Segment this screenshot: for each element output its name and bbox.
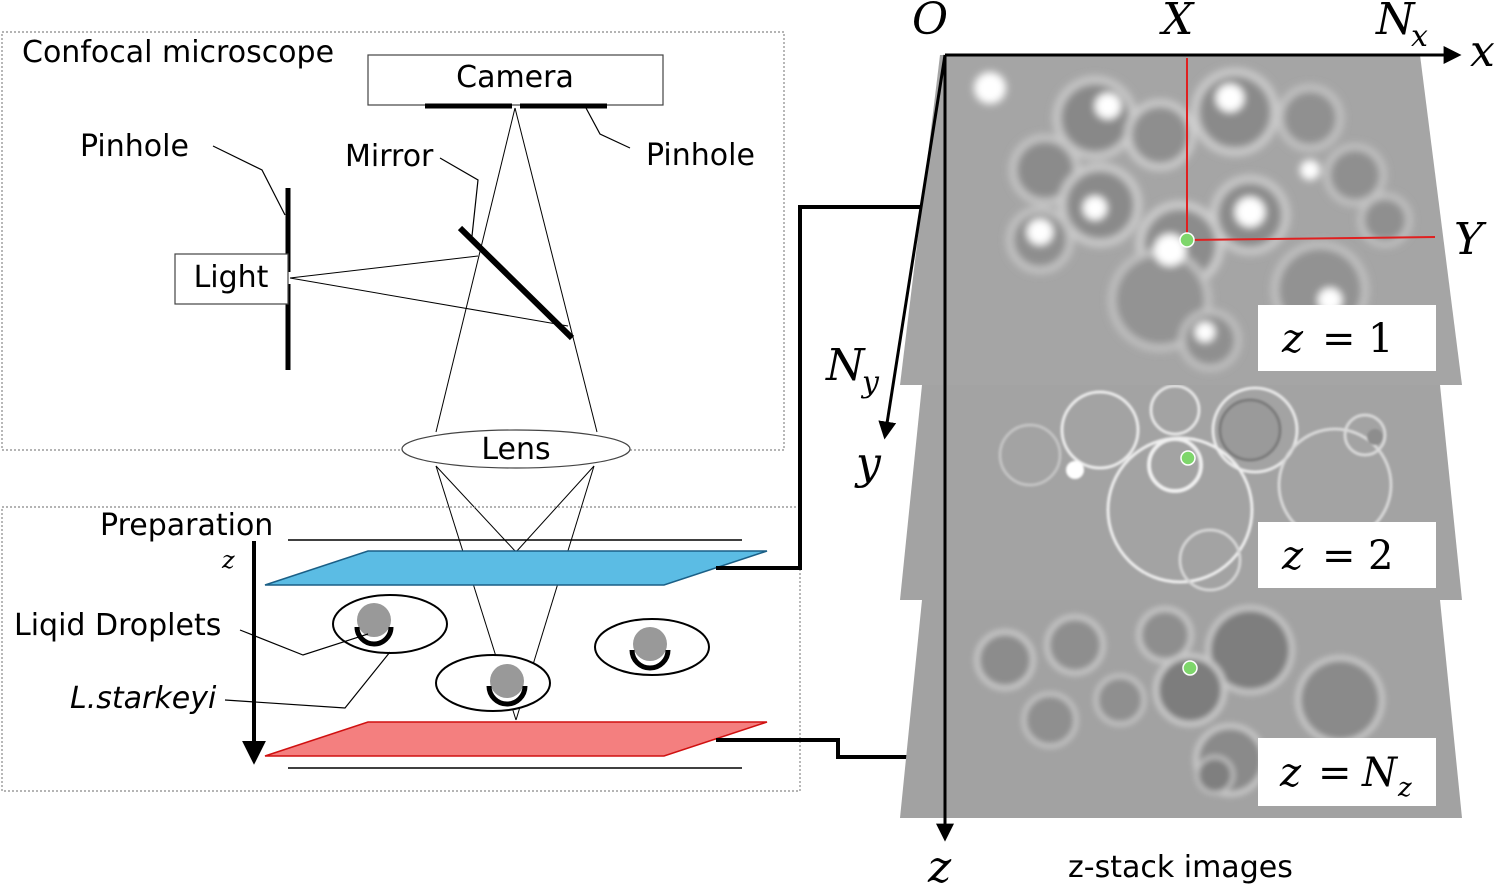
y-axis-label: y: [854, 438, 882, 489]
light-label: Light: [194, 260, 269, 295]
svg-text:z: z: [1279, 750, 1302, 796]
marker-slice-2: [1180, 450, 1196, 466]
focal-plane-top: [264, 550, 768, 586]
cell-2: [435, 654, 551, 712]
Ny-label: N y: [825, 340, 880, 400]
y-axis: [878, 54, 947, 440]
pinhole-right-leader: [585, 107, 631, 149]
stack-caption: z-stack images: [1068, 850, 1293, 885]
svg-text:N: N: [1361, 750, 1399, 796]
droplets-label: Liqid Droplets: [14, 608, 221, 643]
preparation-title: Preparation: [100, 508, 273, 543]
svg-text:z: z: [1397, 773, 1412, 803]
preparation-frame: [1, 506, 801, 792]
cell-label: L.starkeyi: [70, 681, 217, 716]
X-label: X: [1159, 0, 1195, 45]
microscope-title: Confocal microscope: [22, 35, 334, 70]
marker-slice-1: [1179, 232, 1195, 248]
slice-label-3: z = N z: [1258, 738, 1436, 806]
mirror-label: Mirror: [345, 139, 434, 174]
slice-label-1: z = 1: [1258, 305, 1436, 371]
cell-leader: [224, 651, 391, 709]
camera-box: [367, 54, 664, 106]
svg-text:N: N: [825, 340, 866, 391]
crosshair-horizontal: [1186, 236, 1436, 241]
z-axis-label: z: [927, 842, 952, 887]
light-box: [174, 253, 289, 305]
slice-label-2: z = 2: [1258, 522, 1436, 588]
lens: [401, 429, 631, 469]
focal-plane-bottom: [264, 721, 768, 757]
origin-label: O: [912, 0, 948, 45]
lens-label: Lens: [481, 432, 550, 467]
svg-text:1: 1: [1368, 316, 1393, 362]
connector-bottom: [716, 738, 908, 759]
stack-image-1: [900, 55, 1462, 385]
camera-label: Camera: [456, 60, 574, 95]
pinhole-left-label: Pinhole: [80, 129, 189, 164]
svg-text:=: =: [1322, 533, 1356, 579]
light-rays: [289, 107, 598, 721]
mirror-leader: [439, 157, 479, 237]
svg-text:=: =: [1322, 316, 1356, 362]
marker-slice-3: [1182, 660, 1198, 676]
droplets-leader: [239, 629, 369, 656]
svg-text:=: =: [1318, 750, 1352, 796]
svg-text:2: 2: [1368, 533, 1393, 579]
Nx-label: N x: [1375, 0, 1428, 54]
svg-text:y: y: [860, 365, 880, 400]
svg-text:N: N: [1375, 0, 1416, 45]
svg-text:x: x: [1411, 19, 1428, 54]
mirror: [457, 225, 575, 341]
x-axis-label: x: [1470, 26, 1495, 77]
cell-3: [594, 618, 710, 676]
Y-label: Y: [1454, 214, 1487, 265]
svg-text:z: z: [1281, 316, 1304, 362]
prep-z-label: z: [221, 546, 235, 574]
pinhole-right-label: Pinhole: [646, 138, 755, 173]
cell-1: [332, 594, 448, 654]
pinhole-left-leader: [212, 145, 286, 216]
connector-top: [716, 205, 922, 570]
svg-text:z: z: [1281, 533, 1304, 579]
